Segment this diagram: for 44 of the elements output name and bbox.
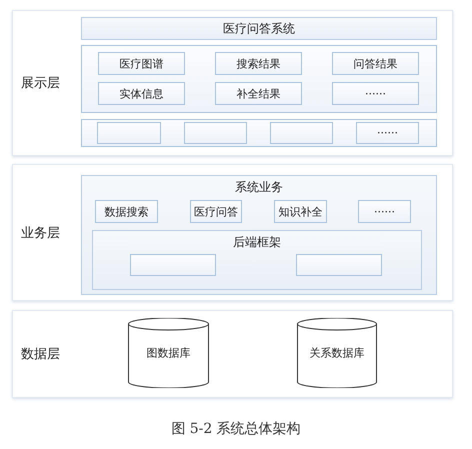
module-label: 搜索结果 [236, 56, 280, 71]
layer-panel [12, 164, 453, 301]
module-label: ······ [365, 87, 386, 100]
module-box [356, 122, 419, 144]
module-box [81, 119, 437, 147]
module-box [332, 52, 419, 75]
module-box [274, 200, 327, 223]
module-box [215, 82, 302, 105]
panel-heading: 后端框架 [233, 234, 281, 251]
layer-label: 数据层 [21, 346, 60, 363]
module-panel [92, 230, 422, 290]
module-panel [81, 17, 437, 40]
layer-label: 业务层 [21, 224, 60, 242]
module-label: 实体信息 [120, 86, 164, 101]
module-box [95, 200, 158, 223]
module-panel [81, 175, 437, 295]
module-box [215, 52, 302, 75]
module-box [270, 122, 333, 144]
database-label: 图数据库 [146, 346, 190, 360]
module-label: 补全结果 [236, 86, 280, 101]
module-label: 问答结果 [354, 56, 398, 71]
module-box [97, 122, 161, 144]
figure-caption: 图 5-2 系统总体架构 [170, 420, 302, 438]
module-label: 医疗问答 [194, 204, 238, 219]
module-label: 知识补全 [278, 204, 322, 219]
module-label: ······ [374, 205, 395, 218]
module-box [98, 82, 185, 105]
layer-panel [12, 10, 453, 156]
module-box [184, 122, 247, 144]
module-label: 医疗图谱 [120, 56, 164, 71]
panel-heading: 医疗问答系统 [223, 20, 295, 37]
module-box [332, 82, 419, 105]
module-box [190, 200, 242, 223]
layer-panel [12, 310, 453, 398]
module-label: 数据搜索 [104, 204, 148, 219]
module-box [81, 45, 437, 113]
module-box [130, 254, 216, 276]
module-box [358, 200, 411, 223]
module-label: ······ [377, 126, 398, 140]
panel-heading: 系统业务 [235, 179, 283, 196]
module-box [296, 254, 382, 276]
layer-label: 展示层 [21, 75, 60, 92]
database-label: 关系数据库 [310, 346, 364, 360]
module-box [98, 52, 185, 75]
